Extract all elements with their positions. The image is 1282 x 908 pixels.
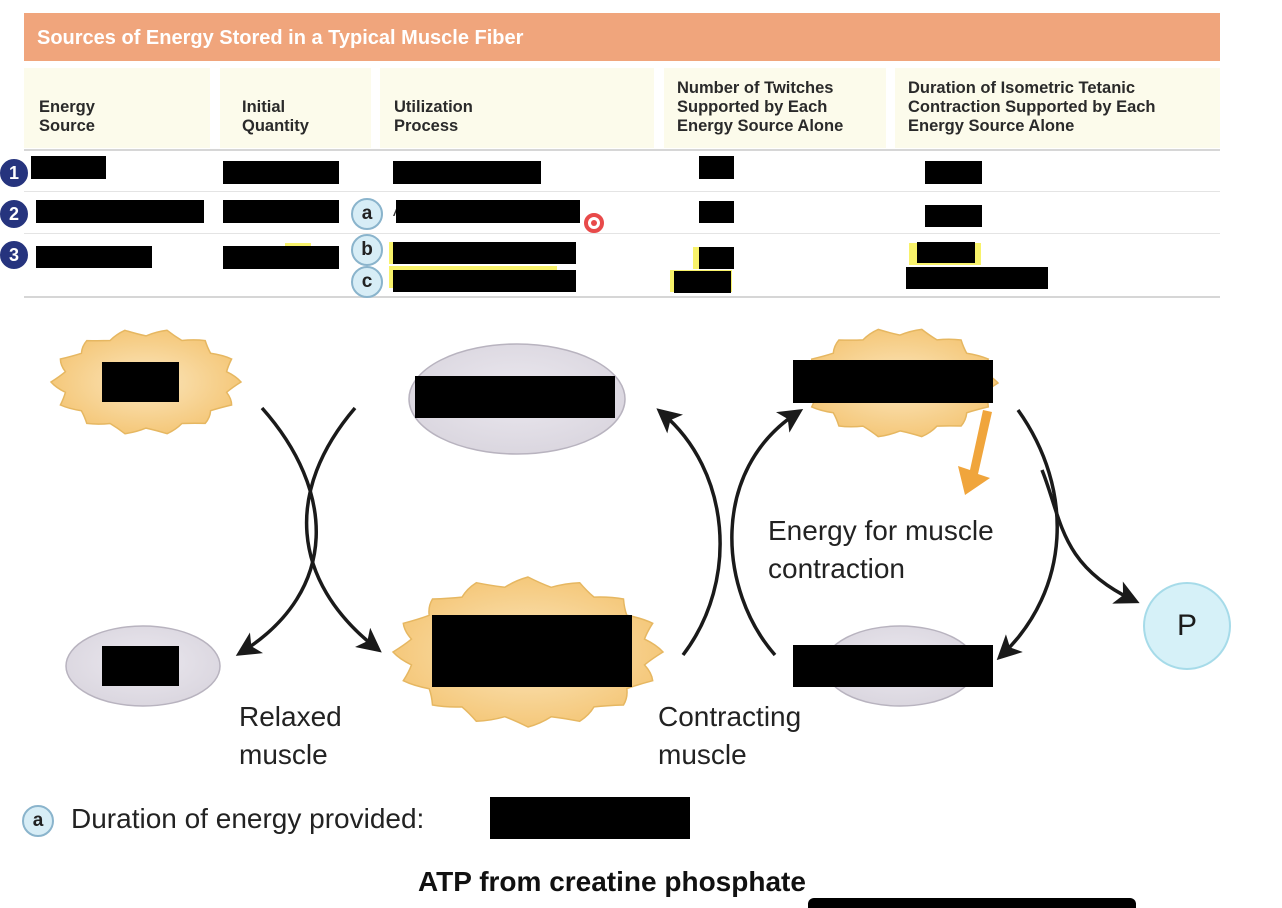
- header-line: Energy: [39, 98, 95, 116]
- label-line: Relaxed: [239, 701, 342, 732]
- header-line: Source: [39, 117, 95, 135]
- cursor-indicator: [584, 213, 604, 233]
- energy-for-contraction-label: Energy for muscle contraction: [768, 512, 994, 588]
- label-line: Energy for muscle: [768, 515, 994, 546]
- redacted-duration-3c: [906, 267, 1048, 289]
- header-line: Utilization: [394, 98, 473, 116]
- label-line: muscle: [658, 739, 747, 770]
- arrow-up-to-top-ellipse: [656, 408, 722, 657]
- redacted-molecule-label: [793, 645, 993, 687]
- header-line: Quantity: [242, 117, 309, 135]
- phosphate-symbol: P: [1176, 609, 1197, 642]
- redacted-molecule-label: [102, 362, 179, 402]
- redacted-duration-3b: [917, 242, 975, 263]
- redacted-energy-source-1: [31, 156, 106, 179]
- arrow-down-to-bottom-right: [996, 408, 1059, 661]
- redacted-duration-1: [925, 161, 982, 184]
- header-utilization-process: Utilization Process: [380, 68, 654, 148]
- table-title: Sources of Energy Stored in a Typical Mu…: [37, 27, 524, 49]
- relaxed-muscle-label: Relaxed muscle: [239, 698, 342, 774]
- header-line: Duration of Isometric Tetanic: [908, 79, 1136, 97]
- table-divider: [24, 191, 1220, 192]
- redacted-process-3c: [393, 270, 576, 292]
- header-line: Supported by Each: [677, 98, 828, 116]
- process-letter: c: [361, 271, 373, 292]
- footnote-letter-badge: a: [22, 805, 54, 837]
- redacted-twitches-3b: [699, 247, 734, 269]
- row-number: 1: [8, 163, 19, 183]
- arrow-right-down: [304, 406, 382, 653]
- redacted-partial: [808, 898, 1136, 908]
- table-title-banner: Sources of Energy Stored in a Typical Mu…: [24, 13, 1220, 61]
- header-line: Energy Source Alone: [677, 117, 844, 135]
- header-duration: Duration of Isometric Tetanic Contractio…: [895, 68, 1220, 148]
- redacted-energy-source-3: [36, 246, 152, 268]
- header-initial-quantity: Initial Quantity: [220, 68, 371, 148]
- redacted-initial-quantity-2: [223, 200, 339, 223]
- header-line: Initial: [242, 98, 286, 116]
- label-line: Contracting: [658, 701, 802, 732]
- row-number-badge: 2: [0, 198, 30, 230]
- arrow-to-phosphate: [1040, 469, 1140, 604]
- process-letter-badge: c: [351, 266, 383, 298]
- footnote-text: Duration of energy provided:: [71, 803, 425, 834]
- header-line: Process: [394, 117, 459, 135]
- process-letter-badge: a: [351, 198, 383, 230]
- contracting-muscle-label: Contracting muscle: [658, 698, 801, 774]
- table-divider: [24, 149, 1220, 151]
- header-line: Number of Twitches: [677, 79, 834, 97]
- diagram-caption: ATP from creatine phosphate: [418, 866, 806, 897]
- redacted-duration-value: [490, 797, 690, 839]
- table-divider: [24, 233, 1220, 234]
- redacted-initial-quantity-3: [223, 246, 339, 269]
- table-divider: [24, 296, 1220, 298]
- process-letter: a: [361, 203, 373, 224]
- redacted-process-2: [396, 200, 580, 223]
- redacted-energy-source-2: [36, 200, 204, 223]
- redacted-process-1: [393, 161, 541, 184]
- redacted-twitches-1: [699, 156, 734, 179]
- redacted-molecule-label: [432, 615, 632, 687]
- phosphate-circle: P: [1143, 582, 1231, 670]
- redacted-initial-quantity-1: [223, 161, 339, 184]
- redacted-twitches-3c: [674, 271, 731, 293]
- arrow-left-down: [235, 406, 318, 656]
- redacted-molecule-label: [793, 360, 993, 403]
- row-number-badge: 3: [0, 239, 30, 271]
- header-energy-source: Energy Source: [24, 68, 210, 148]
- redacted-duration-2: [925, 205, 982, 227]
- header-line: Energy Source Alone: [908, 117, 1075, 135]
- process-letter: b: [361, 239, 373, 260]
- label-line: muscle: [239, 739, 328, 770]
- row-number-badge: 1: [0, 157, 30, 189]
- redacted-twitches-2: [699, 201, 734, 223]
- energy-release-arrow: [958, 410, 992, 495]
- process-letter-badge: b: [351, 234, 383, 266]
- label-line: contraction: [768, 553, 905, 584]
- redacted-process-3b: [393, 242, 576, 264]
- row-number: 3: [8, 245, 19, 265]
- redacted-molecule-label: [415, 376, 615, 418]
- redacted-molecule-label: [102, 646, 179, 686]
- header-line: Contraction Supported by Each: [908, 98, 1156, 116]
- header-twitches: Number of Twitches Supported by Each Ene…: [664, 68, 886, 148]
- row-number: 2: [8, 204, 19, 224]
- arrow-up-to-top-right-burst: [730, 408, 804, 657]
- footnote-letter: a: [32, 810, 44, 831]
